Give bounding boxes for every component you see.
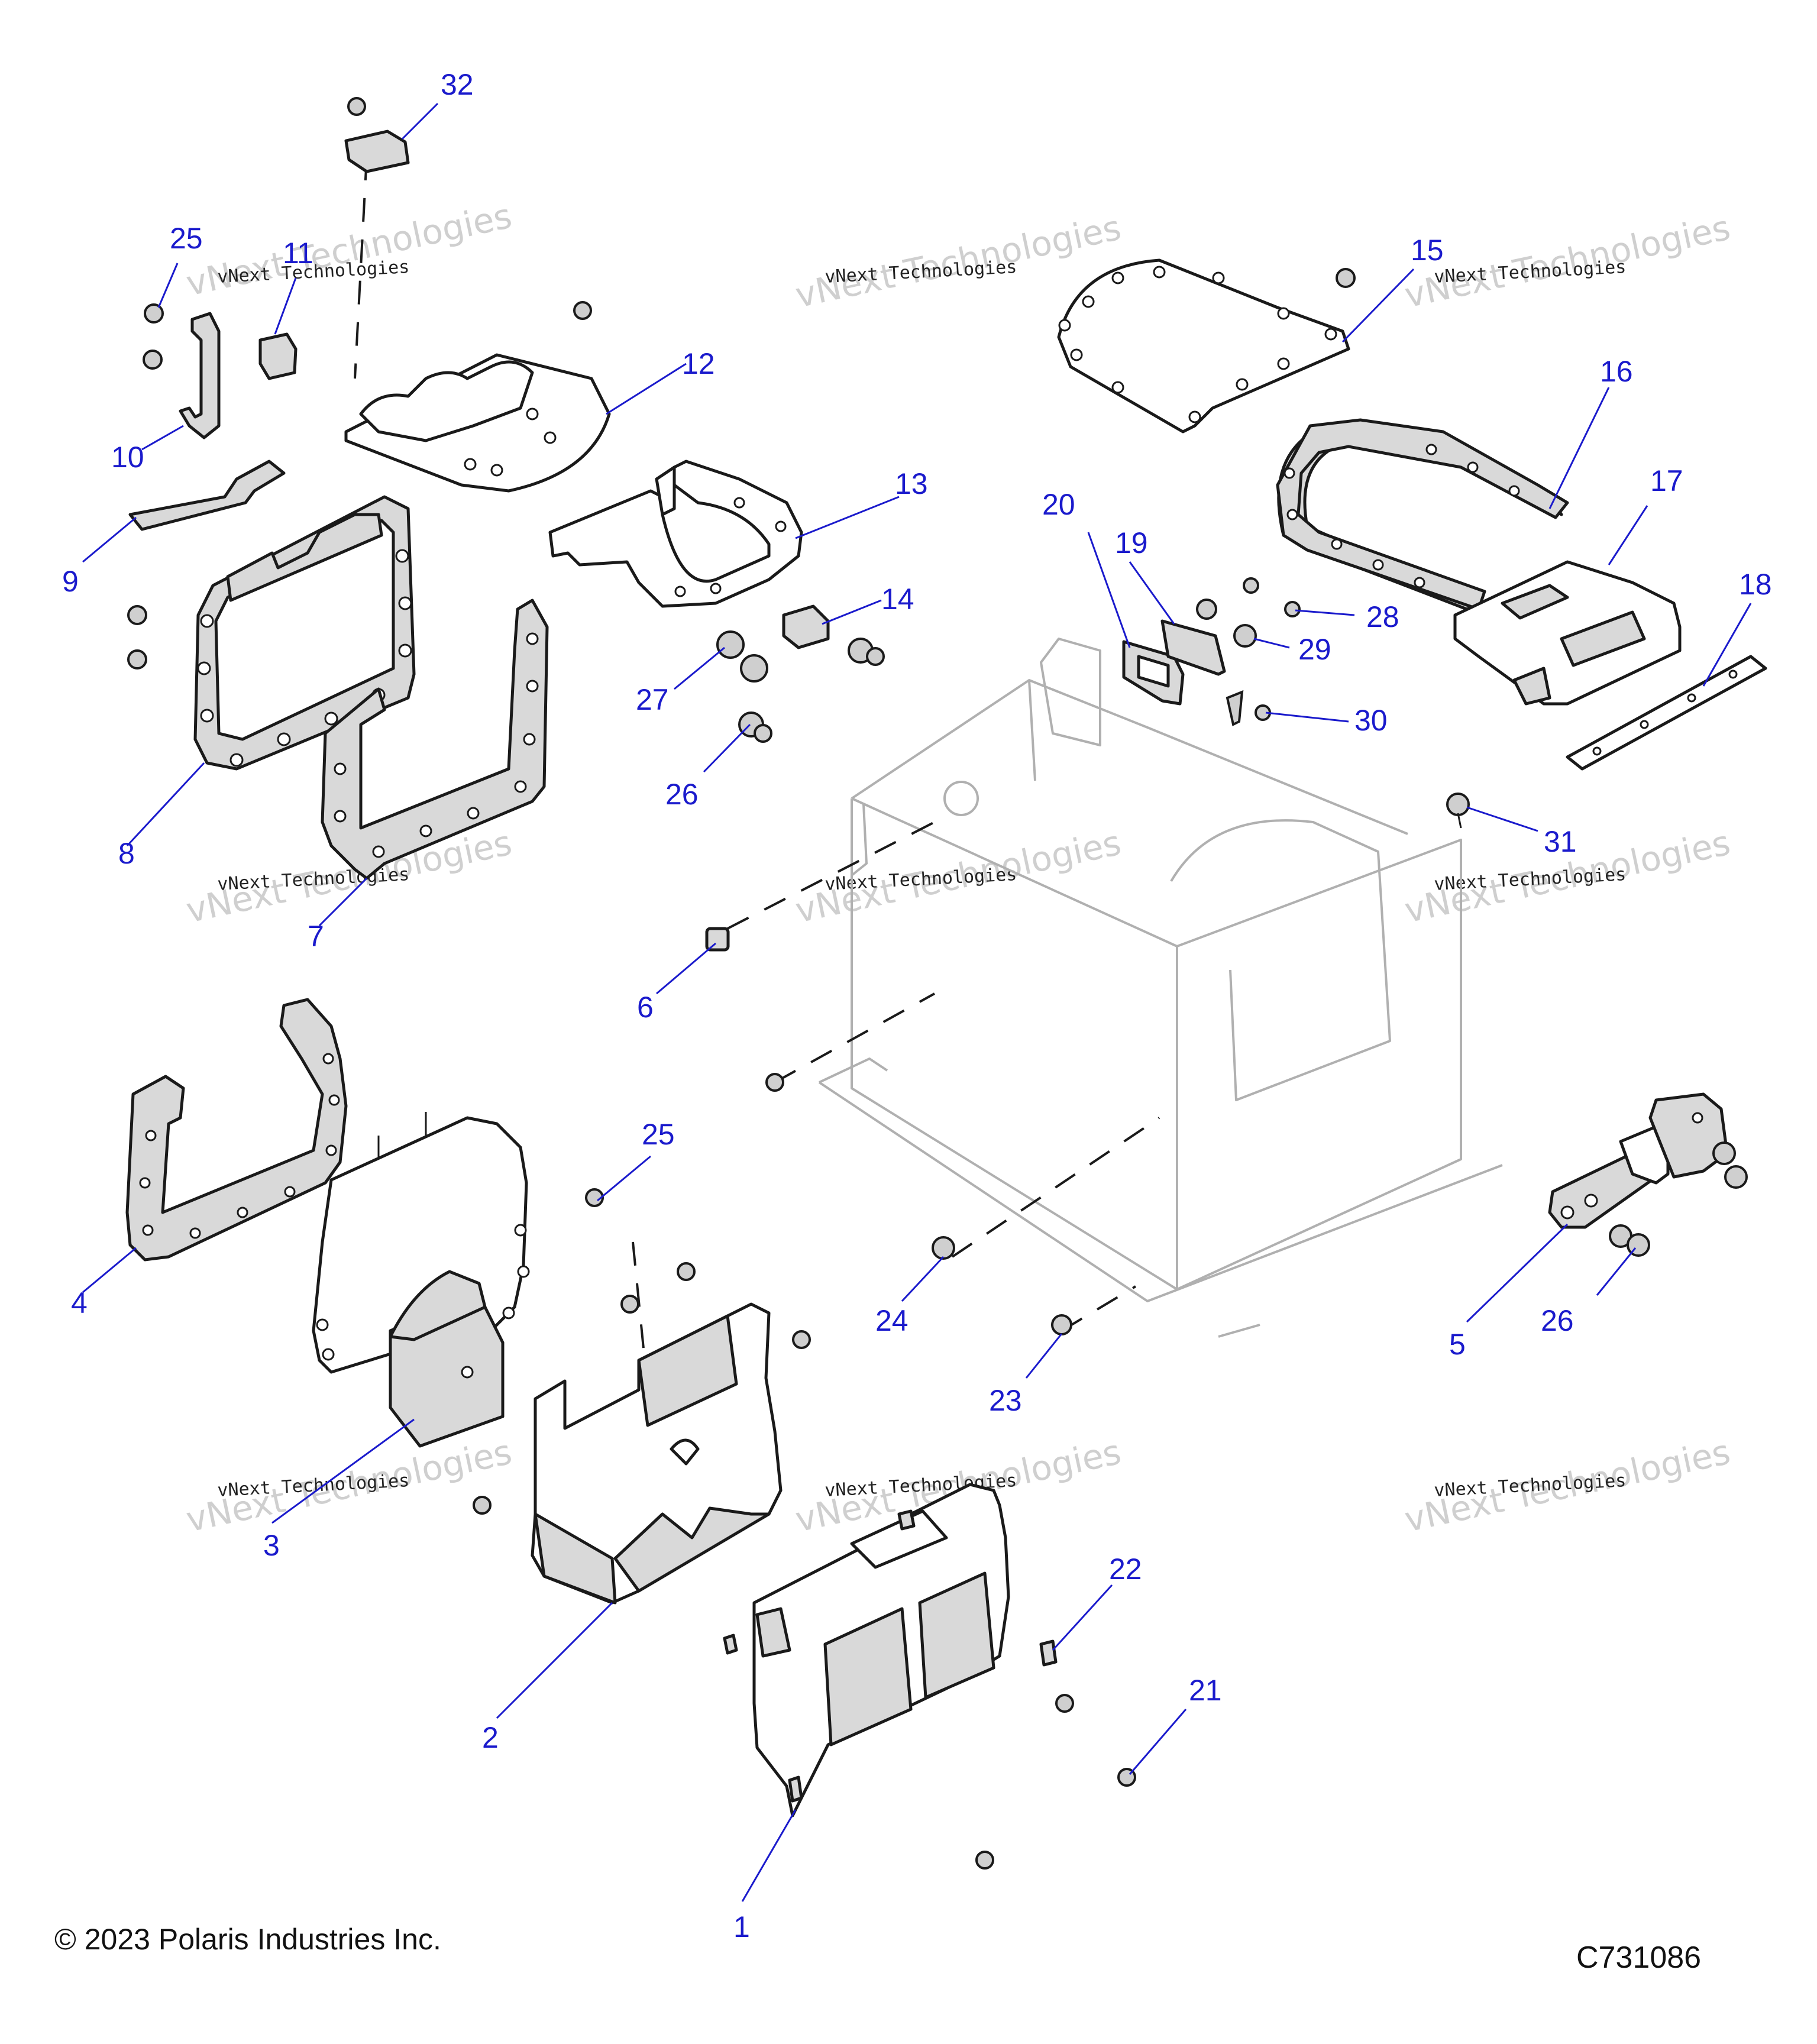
part-1-cover — [723, 1483, 1010, 1817]
part-25-nuts — [127, 268, 1356, 670]
callout-28: 28 — [1366, 600, 1399, 633]
callout-23: 23 — [989, 1384, 1022, 1417]
callout-14: 14 — [881, 583, 914, 616]
callout-5: 5 — [1449, 1328, 1466, 1361]
callout-16: 16 — [1600, 355, 1633, 388]
callout-24: 24 — [875, 1304, 908, 1337]
callout-6: 6 — [637, 991, 654, 1024]
callout-19: 19 — [1115, 526, 1148, 559]
callout-4: 4 — [71, 1286, 88, 1319]
callout-labels: 32 25 11 12 10 9 13 14 27 26 15 16 17 18… — [62, 68, 1772, 1943]
callout-25a: 25 — [170, 222, 203, 255]
callout-12: 12 — [682, 347, 715, 380]
part-11-connector — [258, 332, 298, 380]
part-6-bumper — [705, 927, 730, 952]
part-32-clip — [344, 97, 410, 173]
callout-8: 8 — [118, 837, 135, 870]
callout-10: 10 — [111, 441, 144, 474]
callout-18: 18 — [1739, 568, 1772, 601]
part-3-tray — [312, 1112, 530, 1448]
part-19-plate — [1160, 619, 1226, 676]
battery-box-frame — [818, 638, 1503, 1338]
part-9-strap — [128, 460, 286, 531]
figure-id: C731086 — [1576, 1940, 1702, 1975]
callout-7: 7 — [308, 920, 324, 953]
part-18-strip — [1566, 655, 1767, 771]
callout-22: 22 — [1109, 1553, 1142, 1586]
callout-32: 32 — [441, 68, 474, 101]
callout-27: 27 — [636, 683, 669, 716]
part-13-u-bracket — [548, 460, 803, 608]
callout-11: 11 — [283, 237, 313, 270]
part-4-gasket — [125, 998, 348, 1262]
part-31-stud — [1446, 793, 1470, 829]
part-28-29-30-hardware — [1196, 577, 1301, 726]
leader-lines — [82, 102, 1752, 1902]
part-2-holder — [473, 1262, 811, 1605]
watermark-big: vNext Technologies — [183, 196, 515, 304]
callout-21: 21 — [1189, 1674, 1222, 1707]
part-21-22-23-24-hardware — [765, 1073, 1136, 1870]
part-27-clamp — [716, 630, 768, 683]
part-26-bolts-upper — [738, 638, 885, 743]
callout-3: 3 — [263, 1529, 280, 1562]
part-7-gasket — [321, 599, 549, 880]
callout-9: 9 — [62, 565, 79, 598]
callout-17: 17 — [1650, 464, 1683, 497]
callout-25b: 25 — [642, 1118, 675, 1151]
copyright-notice: © 2023 Polaris Industries Inc. — [54, 1923, 441, 1956]
part-10-bracket — [179, 312, 221, 439]
part-8-tray — [193, 495, 416, 771]
callout-26b: 26 — [1541, 1304, 1574, 1337]
part-15-lid — [1057, 258, 1350, 434]
callout-1: 1 — [733, 1910, 750, 1943]
callout-26a: 26 — [665, 778, 699, 811]
part-26-bolts-lower — [1609, 1141, 1748, 1257]
part-16-gasket — [1276, 418, 1569, 611]
part-17-controller — [1453, 560, 1682, 706]
callout-13: 13 — [895, 467, 928, 500]
callout-31: 31 — [1544, 825, 1577, 858]
callout-30: 30 — [1354, 704, 1388, 737]
part-12-upper-plate — [344, 353, 611, 493]
callout-2: 2 — [482, 1721, 499, 1754]
callout-20: 20 — [1042, 488, 1075, 521]
part-25-nut-lower — [585, 1188, 604, 1207]
callout-15: 15 — [1411, 234, 1444, 267]
watermark: vNext Technologies — [183, 196, 515, 304]
part-5-lug — [1548, 1092, 1729, 1229]
callout-29: 29 — [1298, 633, 1331, 666]
part-14-terminal — [782, 604, 830, 649]
